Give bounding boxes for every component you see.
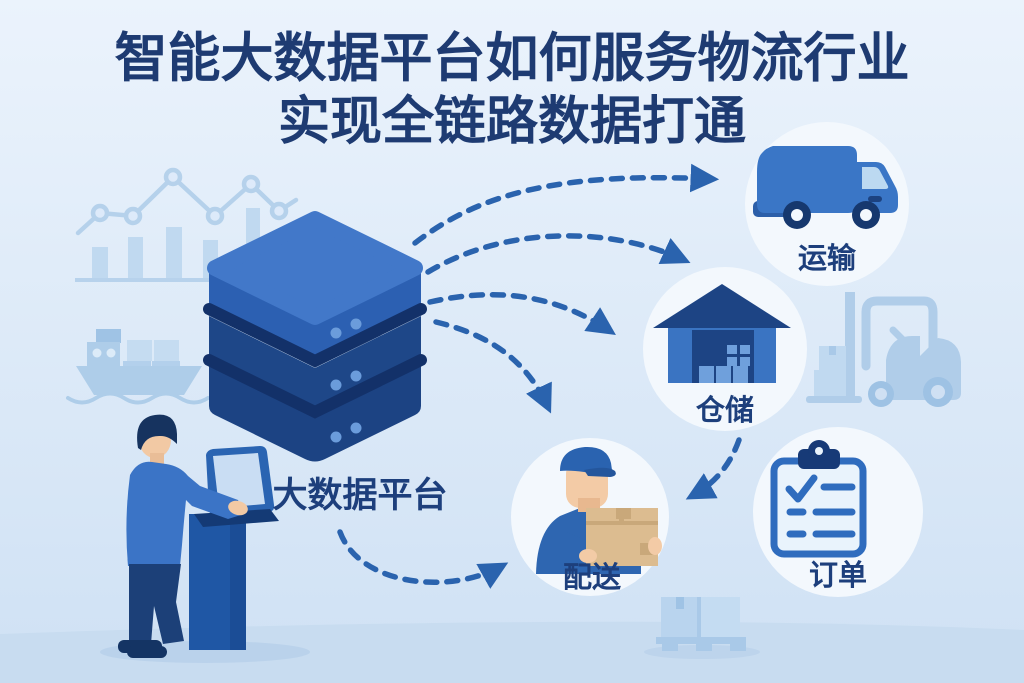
server-indicator-dots [330,318,362,443]
orders-label: 订单 [809,558,867,592]
arrow-platform-to-transport [412,163,720,246]
pallet-with-boxes [644,597,760,659]
database-stack [203,211,427,462]
arrow-warehousing-to-delivery [685,437,742,500]
warehousing-label: 仓储 [695,393,754,427]
transport-label: 运输 [798,241,857,275]
courier-with-parcel-icon [536,446,662,574]
analyst-person [118,414,248,658]
delivery-label: 配送 [563,560,621,594]
title-line-1: 智能大数据平台如何服务物流行业 [115,28,910,89]
arrow-platform-to-delivery [433,319,552,414]
order-checklist-icon [770,440,867,558]
title-line-2: 实现全链路数据打通 [278,92,746,152]
arrow-platform-to-warehousing-2 [427,291,616,335]
warehouse-icon [653,284,791,383]
cargo-ship [66,329,210,405]
platform-label: 大数据平台 [272,476,447,516]
truck-icon [753,146,898,229]
arrow-analyst-to-delivery [337,529,509,589]
ground [0,621,1024,683]
data-flow-arrows [337,163,742,589]
analyst-at-laptop [100,414,310,663]
arrow-platform-to-warehousing [425,233,691,275]
forklift-with-boxes [806,292,961,407]
line-chart [75,167,299,236]
